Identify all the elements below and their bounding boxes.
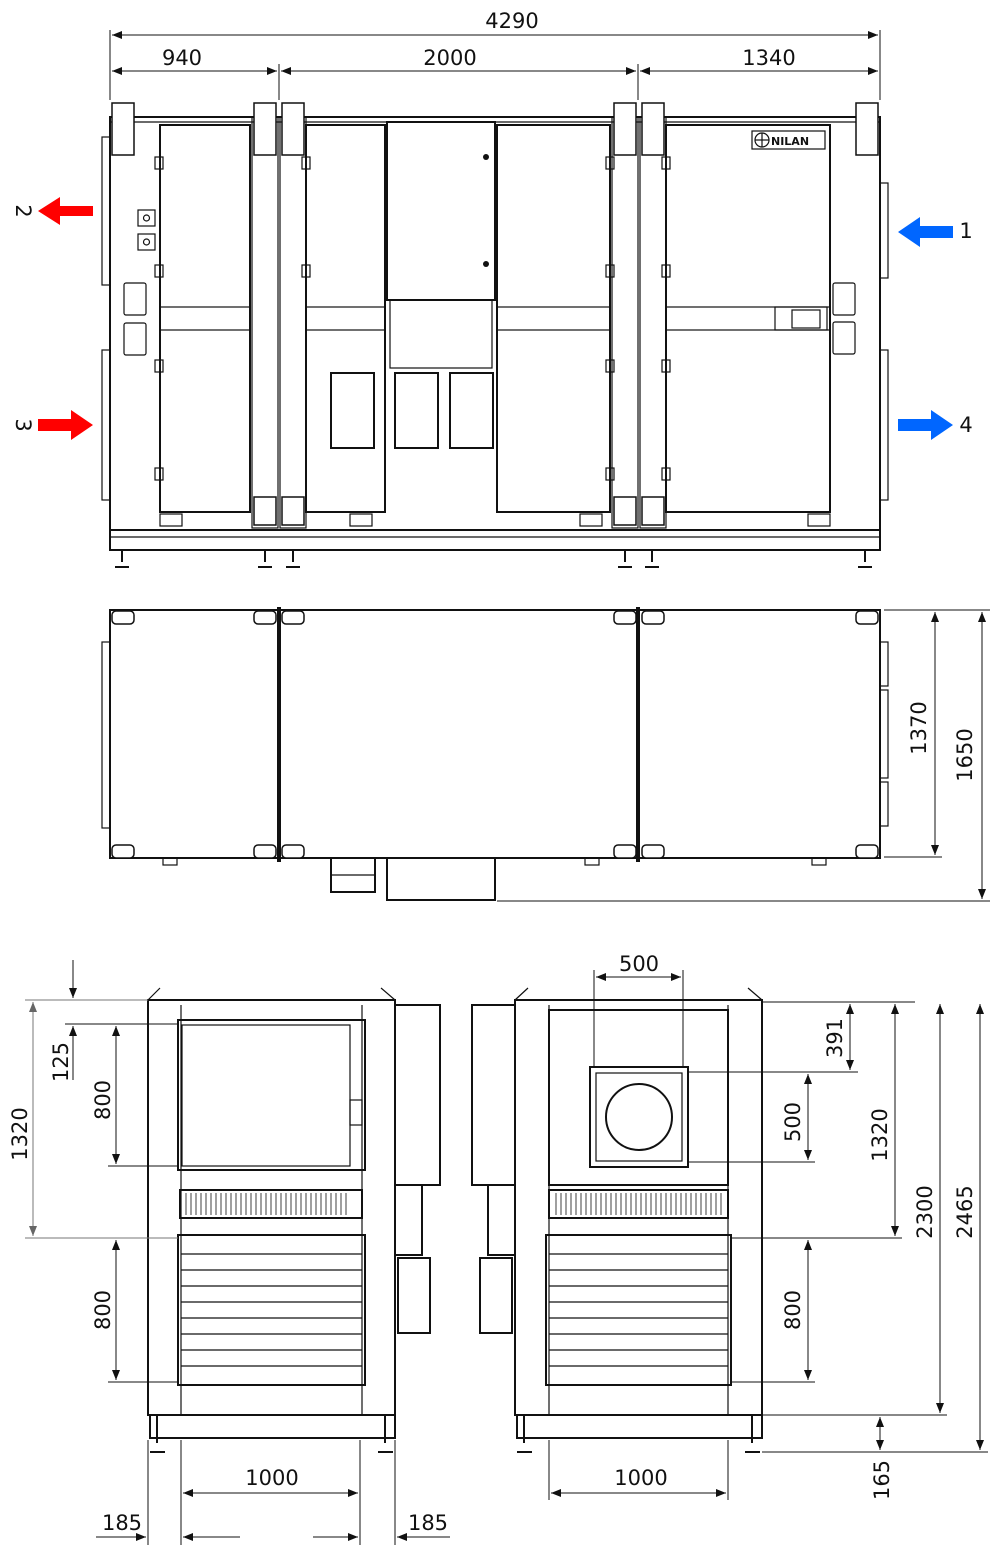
dim-label: 2000 [423,46,476,70]
dim-label: 940 [162,46,202,70]
svg-text:1000: 1000 [614,1466,667,1490]
dimension-spacing: 1320 [731,1004,902,1239]
dimension-sections: 940 2000 1340 [112,46,878,100]
svg-text:185: 185 [408,1511,448,1535]
dimension-lower-opening: 800 [91,1240,178,1383]
svg-text:800: 800 [91,1290,115,1330]
svg-text:1320: 1320 [868,1108,892,1161]
dimension-opening-width: 1000 [147,1440,396,1545]
dimension-top-offset: 125 [49,960,178,1082]
svg-text:4: 4 [959,413,972,437]
port-4-arrow: 4 [898,410,973,440]
dimension-total-height-end: 2465 [762,1004,988,1453]
dim-label: 1340 [742,46,795,70]
port-3-arrow: 3 [11,410,93,440]
svg-text:185: 185 [102,1511,142,1535]
svg-text:800: 800 [91,1080,115,1120]
svg-text:2300: 2300 [913,1185,937,1238]
svg-text:165: 165 [870,1460,894,1500]
dimension-upper-opening: 800 [91,1026,178,1167]
svg-text:125: 125 [49,1042,73,1082]
svg-text:1000: 1000 [245,1466,298,1490]
dimension-duct-height: 500 [688,1074,815,1163]
end-view-left: 125 1320 800 800 1000 185 [8,960,450,1545]
svg-text:500: 500 [781,1102,805,1142]
port-1-arrow: 1 [898,217,973,247]
grille [185,1193,347,1215]
svg-text:1: 1 [959,219,972,243]
nilan-logo: NILAN [751,130,826,150]
dimension-opening-width-right: 1000 [548,1440,729,1500]
dimension-body-height: 1370 [884,609,990,858]
svg-text:1370: 1370 [907,701,931,754]
top-view: 4290 940 2000 1340 [11,9,973,568]
svg-text:391: 391 [823,1018,847,1058]
svg-text:2465: 2465 [953,1185,977,1238]
dimension-body-height-end: 2300 [762,1004,947,1416]
svg-text:3: 3 [11,418,35,431]
svg-text:1320: 1320 [8,1107,32,1160]
dimension-duct-width: 500 [593,952,684,1067]
svg-text:800: 800 [781,1290,805,1330]
svg-text:500: 500 [619,952,659,976]
dimension-feet-height: 165 [870,1417,894,1500]
dimension-duct-offset: 391 [688,1001,915,1073]
dimension-side-margins: 185 185 [96,1511,450,1541]
port-2-arrow: 2 [11,197,93,225]
svg-text:NILAN: NILAN [771,135,809,148]
dimension-overall-length: 4290 [109,9,881,100]
dimension-opening-spacing: 1320 [8,999,178,1239]
dimension-lower-opening-right: 800 [731,1240,815,1383]
svg-text:2: 2 [11,204,35,217]
side-view: 1370 1650 [101,607,990,902]
dimension-total-height: 1650 [497,612,990,902]
end-view-right: 500 391 500 1320 800 2300 [471,952,988,1500]
dim-label: 4290 [485,9,538,33]
svg-text:1650: 1650 [953,728,977,781]
